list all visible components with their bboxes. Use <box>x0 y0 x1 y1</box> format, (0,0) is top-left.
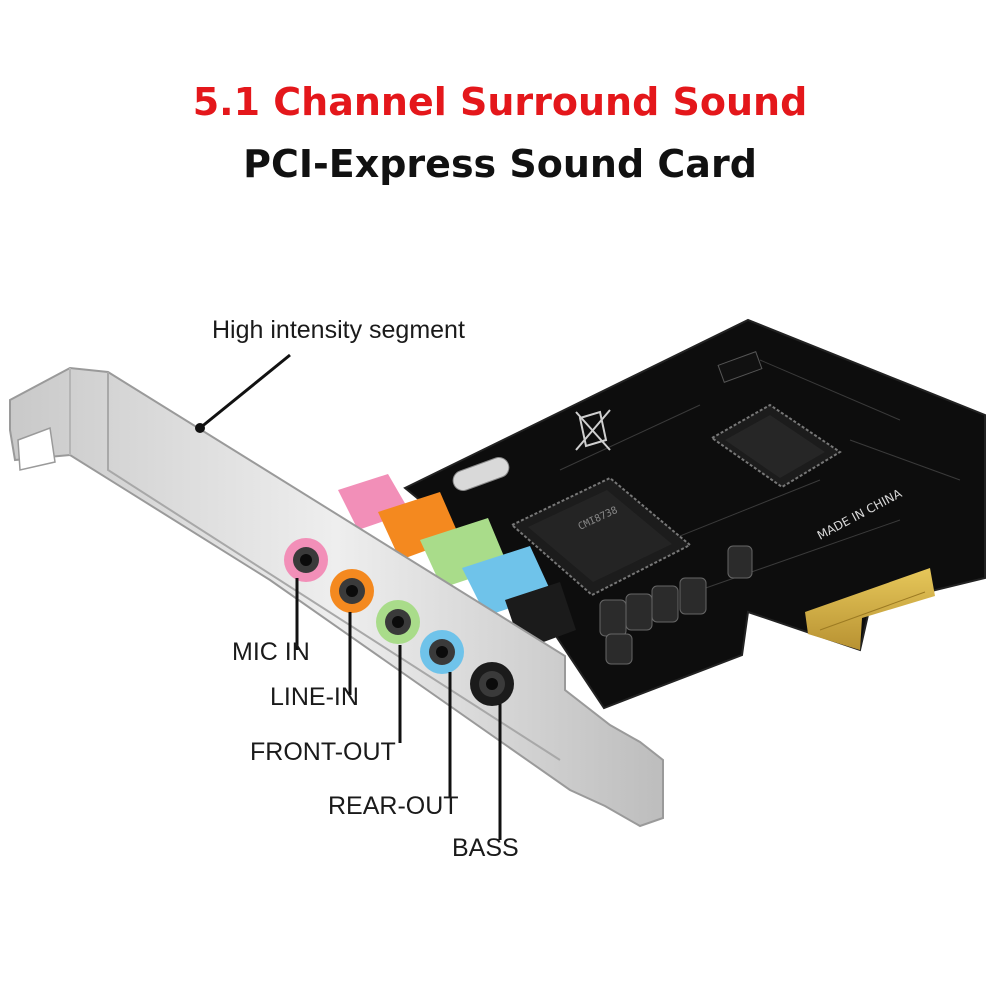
gold-contact-fingers <box>805 568 935 650</box>
callout-front-out: FRONT-OUT <box>250 738 396 766</box>
callout-rear-out: REAR-OUT <box>328 792 459 820</box>
jack-line-in <box>330 569 374 613</box>
headline-primary: 5.1 Channel Surround Sound <box>192 80 808 124</box>
controller-chip <box>710 403 842 489</box>
jack-rear-out <box>420 630 464 674</box>
audio-chip-main: CMI8738 <box>510 476 692 597</box>
regulatory-mark <box>575 409 611 451</box>
jack-mic-in <box>284 538 328 582</box>
callout-bass: BASS <box>452 834 519 862</box>
callout-mic-in: MIC IN <box>232 638 310 666</box>
callout-dot <box>195 423 205 433</box>
callout-leader-lines <box>199 353 502 840</box>
callout-high-intensity-segment: High intensity segment <box>212 316 465 344</box>
callout-line-in: LINE-IN <box>270 683 359 711</box>
crystal-oscillator <box>452 457 510 491</box>
capacitors <box>599 545 753 665</box>
jack-front-out <box>376 600 420 644</box>
jack-bass <box>470 662 514 706</box>
pin-header <box>717 351 763 383</box>
headline-secondary: PCI-Express Sound Card <box>243 142 757 186</box>
